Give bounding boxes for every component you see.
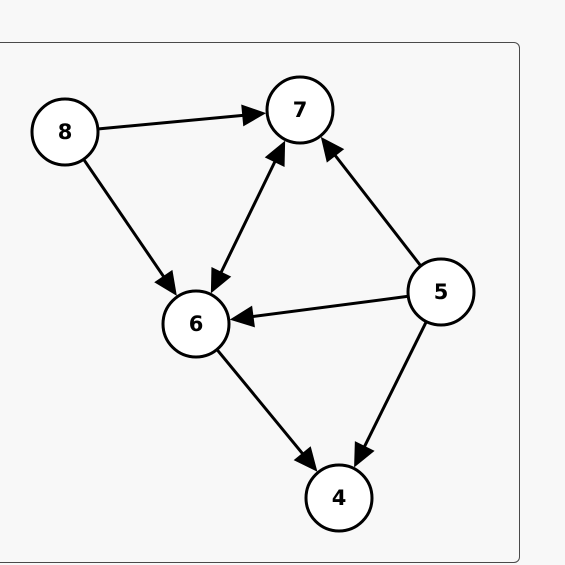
node-label-4: 4	[332, 486, 347, 510]
node-label-6: 6	[189, 312, 204, 336]
edge-5-6	[229, 294, 408, 328]
edge-line-6-4	[216, 349, 308, 459]
edge-8-6	[82, 159, 177, 296]
node-label-5: 5	[434, 280, 449, 304]
node-8: 8	[30, 97, 100, 167]
edge-line-8-7	[98, 113, 249, 131]
edge-line-7-6	[217, 156, 279, 278]
node-circle-7	[265, 75, 335, 145]
arrowhead-4	[354, 441, 375, 468]
arrowhead-7	[264, 140, 286, 167]
arrowhead-7	[320, 136, 345, 163]
node-circle-8	[30, 97, 100, 167]
arrowhead-6	[210, 267, 232, 294]
node-label-8: 8	[58, 120, 73, 144]
edge-line-5-6	[247, 294, 408, 319]
node-circle-6	[161, 289, 231, 359]
node-5: 5	[406, 257, 476, 327]
edge-5-7	[320, 136, 422, 267]
node-circle-4	[304, 463, 374, 533]
node-6: 6	[161, 289, 231, 359]
node-circle-5	[406, 257, 476, 327]
edge-6-4	[216, 349, 318, 472]
edge-8-7	[98, 104, 267, 131]
nodes-layer: 8 7 6 5 4	[30, 75, 476, 533]
edge-line-5-4	[360, 321, 428, 453]
arrowhead-4	[293, 446, 318, 472]
edges-layer	[82, 104, 428, 472]
arrowhead-6	[229, 305, 255, 328]
edge-7-6	[210, 140, 286, 294]
edge-line-8-6	[82, 159, 168, 282]
edge-line-5-7	[330, 150, 422, 267]
arrowhead-6	[154, 269, 177, 296]
node-7: 7	[265, 75, 335, 145]
edge-5-4	[354, 321, 428, 468]
node-label-7: 7	[293, 98, 308, 122]
node-4: 4	[304, 463, 374, 533]
arrowhead-7	[241, 104, 267, 127]
